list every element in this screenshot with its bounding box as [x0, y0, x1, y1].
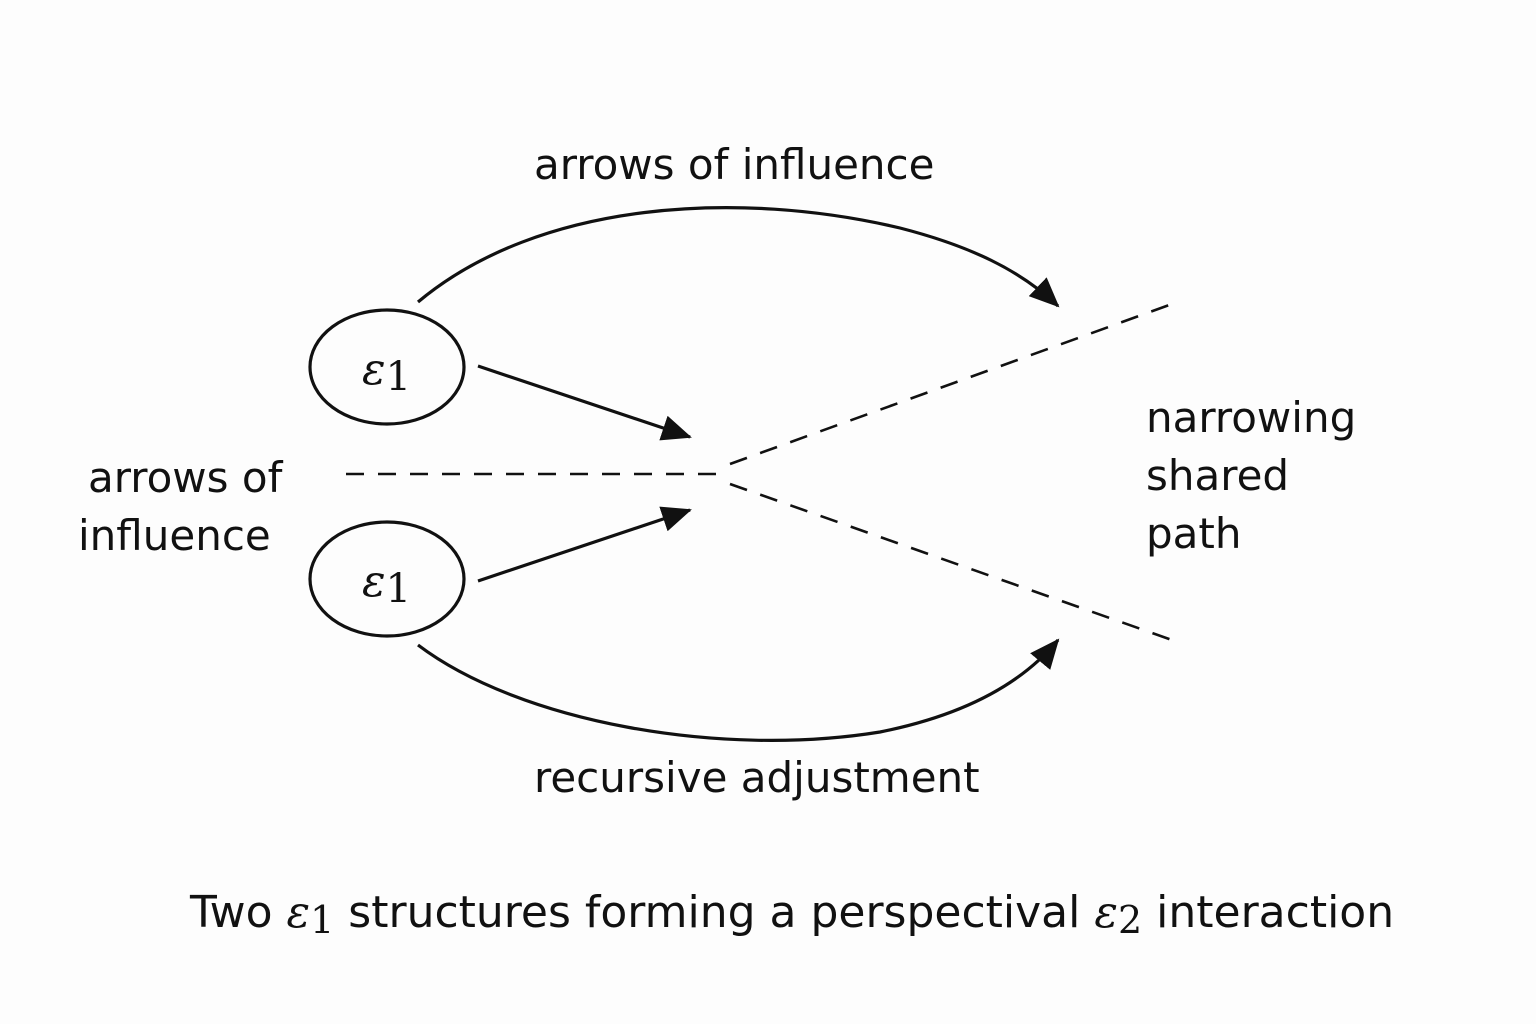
- bottom-adjustment-arc: [417, 638, 1060, 742]
- node-upper: ε1: [308, 308, 466, 426]
- lower-node-arrow: [477, 506, 692, 583]
- lower-dashed-path: [729, 482, 1173, 642]
- top-arc-label: arrows of influence: [534, 140, 934, 189]
- right-label-line3: path: [1146, 509, 1241, 558]
- node-upper-label: ε1: [362, 344, 411, 400]
- top-influence-arc: [416, 206, 1060, 308]
- caption-middle: structures forming a perspectival: [334, 887, 1094, 938]
- left-label-line1: arrows of: [88, 453, 284, 502]
- node-lower: ε1: [308, 520, 466, 638]
- left-label-line2: influence: [78, 511, 271, 560]
- figure-caption: Two ε1 structures forming a perspectival…: [189, 887, 1394, 942]
- bottom-arc-label: recursive adjustment: [534, 753, 980, 802]
- node-lower-symbol: ε: [362, 556, 386, 607]
- caption-prefix: Two: [189, 887, 287, 938]
- upper-node-arrow: [477, 364, 692, 441]
- upper-dashed-path: [729, 302, 1173, 466]
- caption-symbol-2: ε: [1094, 887, 1118, 938]
- node-upper-subscript: 1: [386, 354, 411, 400]
- caption-subscript-1: 1: [310, 898, 334, 942]
- caption-suffix: interaction: [1142, 887, 1394, 938]
- node-lower-ellipse: [308, 520, 466, 638]
- right-label-line1: narrowing: [1146, 393, 1356, 442]
- node-upper-symbol: ε: [362, 344, 386, 395]
- node-upper-ellipse: [308, 308, 466, 426]
- node-lower-label: ε1: [362, 556, 411, 612]
- caption-symbol-1: ε: [287, 887, 311, 938]
- right-label-line2: shared: [1146, 451, 1289, 500]
- node-lower-subscript: 1: [386, 566, 411, 612]
- caption-subscript-2: 2: [1118, 898, 1142, 942]
